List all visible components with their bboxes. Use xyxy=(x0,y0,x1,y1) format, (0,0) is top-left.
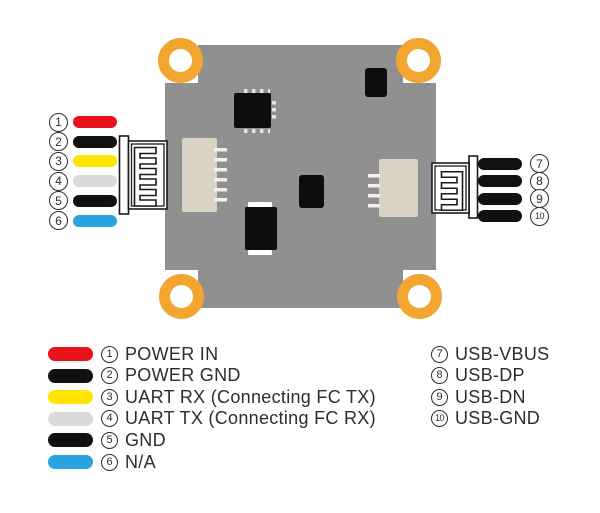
legend-color-swatch xyxy=(48,368,93,383)
ic-chip-top-right xyxy=(365,68,387,97)
legend-row-right: 7 USB-VBUS xyxy=(431,344,549,364)
wire-color-swatch xyxy=(73,214,117,227)
pin-label: N/A xyxy=(125,451,156,472)
pin-label: UART TX (Connecting FC RX) xyxy=(125,408,376,429)
pin-number-badge: 3 xyxy=(101,388,118,406)
wire-color-swatch xyxy=(73,175,117,188)
wire-color-swatch xyxy=(478,210,522,222)
legend-row-right: 9 USB-DN xyxy=(431,387,526,407)
legend-row-left: 2 POWER GND xyxy=(48,365,241,386)
legend-color-swatch xyxy=(48,455,93,469)
legend-row-left: 5 GND xyxy=(48,430,166,450)
cable-plug-4pin-icon xyxy=(431,155,479,219)
pin-label: UART RX (Connecting FC TX) xyxy=(125,386,376,407)
pin-number-badge: 5 xyxy=(49,191,68,211)
wire-row-left: 5 xyxy=(49,191,117,211)
uart-socket-left xyxy=(182,138,217,212)
wire-row-left: 6 xyxy=(49,211,117,230)
pin-label: USB-VBUS xyxy=(455,343,550,364)
pin-number-badge: 10 xyxy=(530,206,549,226)
mounting-hole-bottom-right xyxy=(396,273,442,319)
pin-number-badge: 9 xyxy=(530,189,549,208)
pin-number-badge: 2 xyxy=(49,132,68,152)
legend-color-swatch xyxy=(48,411,93,426)
wire-color-swatch xyxy=(73,135,117,148)
pin-number-badge: 7 xyxy=(530,154,549,173)
legend-row-left: 3 UART RX (Connecting FC TX) xyxy=(48,387,376,407)
legend-color-swatch xyxy=(48,347,93,361)
pin-number-badge: 2 xyxy=(101,367,118,385)
wire-row-left: 2 xyxy=(49,132,117,152)
pin-number-badge: 4 xyxy=(101,410,118,428)
wire-row-right: 8 xyxy=(478,171,549,191)
wire-row-left: 4 xyxy=(49,171,117,191)
mounting-hole-top-right xyxy=(395,38,441,83)
qfn-chip-pins-bottom xyxy=(244,128,270,133)
pin-number-badge: 6 xyxy=(49,211,68,230)
pin-label: POWER GND xyxy=(125,365,241,386)
wire-row-left: 3 xyxy=(49,151,117,171)
pin-label: USB-DP xyxy=(455,365,525,386)
legend-color-swatch xyxy=(48,433,93,448)
pin-number-badge: 3 xyxy=(49,151,68,171)
legend-row-right: 10 USB-GND xyxy=(431,408,541,429)
qfn-chip xyxy=(234,93,271,128)
capacitor-stripe-top xyxy=(248,202,272,208)
pin-number-badge: 5 xyxy=(101,431,118,449)
legend-color-swatch xyxy=(48,390,93,405)
wire-row-right: 10 xyxy=(478,206,549,226)
pin-label: USB-DN xyxy=(455,386,526,407)
capacitor-stripe-bottom xyxy=(248,249,272,255)
wire-row-right: 7 xyxy=(478,154,549,173)
wire-row-left: 1 xyxy=(49,112,117,132)
legend-row-left: 6 N/A xyxy=(48,452,156,472)
capacitor xyxy=(245,207,277,250)
wire-color-swatch xyxy=(478,157,522,170)
wire-color-swatch xyxy=(73,116,117,128)
mounting-hole-top-left xyxy=(157,38,203,83)
pin-label: GND xyxy=(125,429,166,450)
wire-color-swatch xyxy=(73,194,117,207)
pin-number-badge: 10 xyxy=(431,410,448,428)
legend-row-left: 4 UART TX (Connecting FC RX) xyxy=(48,408,376,429)
legend-row-right: 8 USB-DP xyxy=(431,365,525,386)
pin-number-badge: 1 xyxy=(49,112,68,132)
usb-socket-right xyxy=(379,159,418,217)
wire-color-swatch xyxy=(478,175,522,187)
pin-number-badge: 8 xyxy=(431,367,448,385)
pin-number-badge: 4 xyxy=(49,171,68,191)
wire-color-swatch xyxy=(478,192,522,205)
cable-plug-6pin-icon xyxy=(118,135,168,215)
qfn-chip-pins-top xyxy=(244,89,270,93)
pin-label: POWER IN xyxy=(125,343,219,364)
pin-number-badge: 1 xyxy=(101,345,118,363)
wire-row-right: 9 xyxy=(478,189,549,208)
pin-label: USB-GND xyxy=(455,408,541,429)
usb-socket-pins xyxy=(368,173,380,209)
pin-number-badge: 7 xyxy=(431,345,448,363)
wire-color-swatch xyxy=(73,155,117,168)
pin-number-badge: 9 xyxy=(431,388,448,406)
pin-number-badge: 8 xyxy=(530,171,549,191)
pin-number-badge: 6 xyxy=(101,453,118,471)
uart-socket-pins xyxy=(214,148,227,204)
ic-chip-center xyxy=(299,175,324,208)
legend-row-left: 1 POWER IN xyxy=(48,344,218,364)
mounting-hole-bottom-left xyxy=(158,273,204,319)
qfn-chip-pins-right xyxy=(271,101,276,120)
